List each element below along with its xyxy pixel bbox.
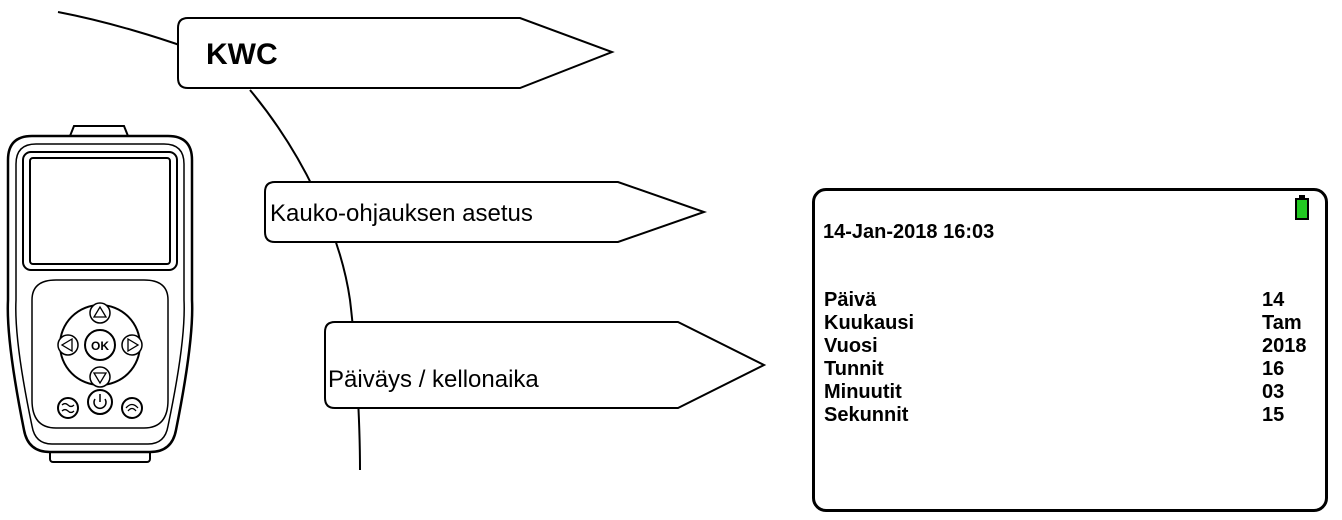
setting-value: 14 xyxy=(1262,289,1285,311)
device-top-clip xyxy=(68,125,130,137)
device-left-soft-button[interactable] xyxy=(57,397,79,419)
setting-value: 03 xyxy=(1262,381,1285,403)
display-settings-list: Päivä 14 Kuukausi Tam Vuosi 2018 Tunnit … xyxy=(824,289,1320,427)
power-icon xyxy=(93,398,107,409)
battery-icon xyxy=(1295,195,1309,220)
setting-value: 15 xyxy=(1262,404,1285,426)
menu-tag-date-time[interactable]: Päiväys / kellonaika xyxy=(324,321,767,409)
setting-value: 16 xyxy=(1262,358,1285,380)
setting-row-month[interactable]: Kuukausi Tam xyxy=(824,312,1320,335)
right-arrow-icon xyxy=(127,337,140,353)
setting-row-seconds[interactable]: Sekunnit 15 xyxy=(824,404,1320,427)
setting-value: 2018 xyxy=(1262,335,1307,357)
setting-row-year[interactable]: Vuosi 2018 xyxy=(824,335,1320,358)
menu-connector-curve xyxy=(57,11,189,49)
setting-label: Sekunnit xyxy=(824,404,909,426)
setting-label: Kuukausi xyxy=(824,312,915,334)
device-ok-label: OK xyxy=(91,339,109,353)
remote-device: OK xyxy=(6,125,194,463)
menu-tag-remote-setup-label: Kauko-ohjauksen asetus xyxy=(270,200,533,227)
device-screen xyxy=(29,157,171,265)
down-arrow-icon xyxy=(92,372,108,385)
setting-row-minutes[interactable]: Minuutit 03 xyxy=(824,381,1320,404)
menu-tag-date-time-label: Päiväys / kellonaika xyxy=(328,366,539,393)
left-arrow-icon xyxy=(60,337,73,353)
setting-value: Tam xyxy=(1262,312,1302,334)
wave-icon xyxy=(61,402,75,414)
menu-tag-remote-setup[interactable]: Kauko-ohjauksen asetus xyxy=(264,181,708,243)
wifi-icon xyxy=(125,403,139,412)
setting-label: Vuosi xyxy=(824,335,878,357)
up-arrow-icon xyxy=(92,305,108,318)
setting-label: Tunnit xyxy=(824,358,884,380)
device-display-panel: 14-Jan-2018 16:03 Päivä 14 Kuukausi Tam … xyxy=(812,188,1328,512)
menu-tag-kwc-label: KWC xyxy=(206,38,278,71)
setting-label: Päivä xyxy=(824,289,877,311)
device-ok-button[interactable] xyxy=(84,329,116,361)
display-datetime-header: 14-Jan-2018 16:03 xyxy=(823,221,995,243)
menu-tag-kwc[interactable]: KWC xyxy=(177,17,615,89)
setting-row-hours[interactable]: Tunnit 16 xyxy=(824,358,1320,381)
setting-row-day[interactable]: Päivä 14 xyxy=(824,289,1320,312)
setting-label: Minuutit xyxy=(824,381,902,403)
menu-connector-curve-lower xyxy=(249,89,361,471)
